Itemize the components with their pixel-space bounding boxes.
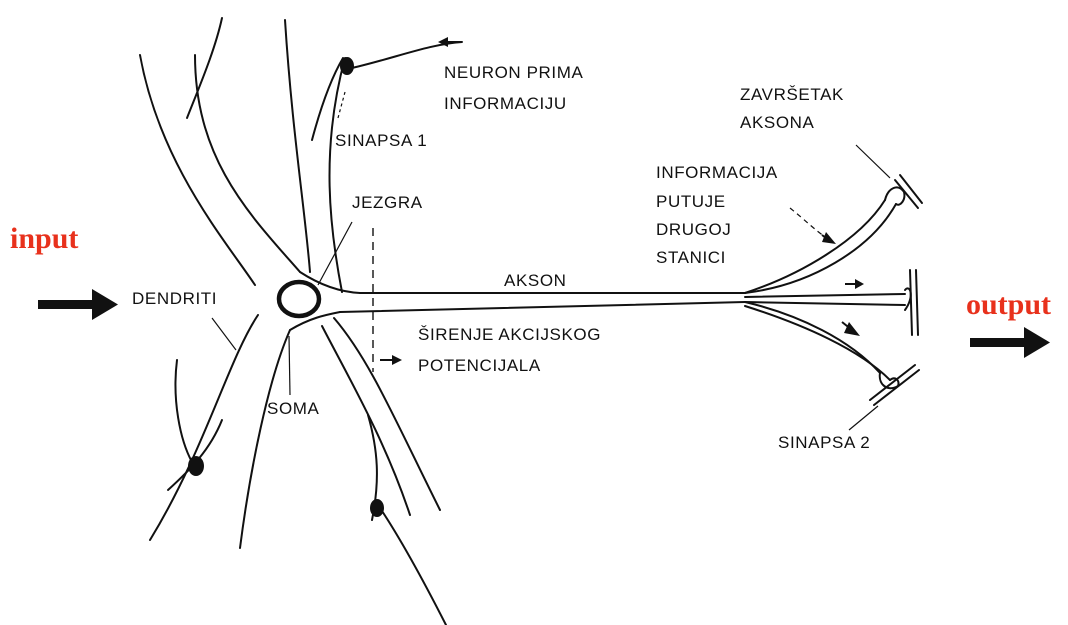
axon-terminal-line-1: ZAVRŠETAK [740,82,844,107]
dendrites-label: DENDRITI [132,286,217,311]
dendrite-lower [322,318,440,520]
info-travels-line-2: PUTUJE [656,189,726,214]
leader-lines [212,92,890,430]
synapse-1-label: SINAPSA 1 [335,128,427,153]
axon-terminal-line-2: AKSONA [740,110,814,135]
leader-soma [289,336,290,395]
lower-knob [370,499,384,517]
axon-shaft [340,293,745,312]
axon-branches [745,200,905,380]
leader-nucleus [318,222,352,285]
output-label: output [966,288,1051,322]
neuron-receives-line-1: NEURON PRIMA [444,60,583,85]
leader-synapse-2 [849,406,878,430]
input-arrow [38,289,118,320]
dendrite-upper-left [140,18,300,285]
leader-info-travels [790,208,824,236]
propagation-line-1: ŠIRENJE AKCIJSKOG [418,322,601,347]
nucleus-label: JEZGRA [352,190,423,215]
synapse-2-label: SINAPSA 2 [778,430,870,455]
lower-left-knob [188,456,204,476]
leader-axon-terminal [856,145,890,178]
dendrite-lower-left [150,315,290,548]
leader-dendrites [212,318,236,350]
nucleus-shape [279,282,319,316]
input-label: input [10,222,78,256]
info-travels-line-3: DRUGOJ [656,217,731,242]
leader-synapse-1 [338,92,345,118]
info-travels-line-4: STANICI [656,245,726,270]
axon-label: AKSON [504,268,567,293]
info-travels-line-1: INFORMACIJA [656,160,778,185]
propagation-line-2: POTENCIJALA [418,353,541,378]
synapse-1-knob [340,57,354,75]
soma-label: SOMA [267,396,319,421]
output-arrow [970,327,1050,358]
neuron-receives-line-2: INFORMACIJU [444,91,567,116]
